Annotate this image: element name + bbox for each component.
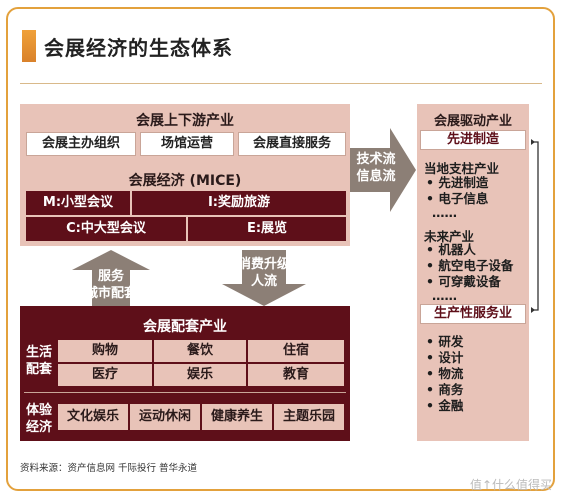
label-line: 配套	[25, 362, 52, 377]
pillar-industry-heading: 当地支柱产业	[424, 161, 500, 176]
service-arrow-label: 服务 城市配套	[72, 268, 150, 302]
life-item: 医疗	[58, 364, 152, 386]
future-item: • 机器人	[426, 242, 476, 257]
mice-cell: E:展览	[188, 217, 346, 241]
pillar-item: • 电子信息	[426, 191, 489, 206]
double-arrow-bracket	[531, 139, 539, 313]
upstream-item: 会展直接服务	[238, 132, 346, 156]
mice-cell: M:小型会议	[26, 191, 130, 215]
consume-down-arrow	[222, 250, 306, 306]
service-item: • 商务	[426, 382, 464, 397]
page-title: 会展经济的生态体系	[44, 36, 233, 60]
mice-cell: I:奖励旅游	[132, 191, 346, 215]
upstream-heading: 会展上下游产业	[136, 113, 234, 129]
arrow-label-line: 城市配套	[84, 286, 137, 301]
experience-item: 主题乐园	[274, 404, 344, 430]
driver-industry-panel	[417, 104, 529, 441]
driver-box-producer-services: 生产性服务业	[420, 304, 526, 324]
arrow-label-line: 人流	[250, 274, 277, 289]
pillar-item: ……	[432, 205, 457, 220]
driver-box-manufacturing: 先进制造	[420, 130, 526, 150]
experience-item: 运动休闲	[130, 404, 200, 430]
source-note: 资料来源：资产信息网 千际投行 普华永道	[20, 463, 198, 474]
support-heading: 会展配套产业	[143, 319, 227, 335]
support-divider	[24, 392, 346, 393]
service-item: • 金融	[426, 398, 464, 413]
service-item: • 设计	[426, 350, 464, 365]
mice-grid: M:小型会议 I:奖励旅游 C:中大型会议 E:展览	[26, 191, 346, 241]
tech-arrow-label: 技术流 信息流	[350, 151, 402, 185]
future-industry-heading: 未来产业	[424, 229, 475, 244]
driver-heading: 会展驱动产业	[433, 114, 512, 129]
label-line: 生活	[25, 345, 52, 360]
upstream-item: 场馆运营	[140, 132, 234, 156]
upstream-items: 会展主办组织 场馆运营 会展直接服务	[26, 132, 346, 156]
experience-economy-label: 体验 经济	[24, 402, 54, 436]
future-item: ……	[432, 288, 457, 303]
label-line: 体验	[25, 403, 52, 418]
life-item: 娱乐	[154, 364, 246, 386]
consume-arrow-label: 消费升级 人流	[222, 256, 306, 290]
upstream-item: 会展主办组织	[26, 132, 136, 156]
arrow-label-line: 技术流	[356, 152, 396, 167]
mice-heading: 会展经济 (MICE)	[128, 173, 242, 189]
mice-cell: C:中大型会议	[26, 217, 186, 241]
arrow-label-line: 消费升级	[237, 257, 290, 272]
life-item: 餐饮	[154, 340, 246, 362]
life-item: 教育	[248, 364, 344, 386]
life-item: 购物	[58, 340, 152, 362]
tech-right-arrow	[350, 128, 416, 212]
service-item: • 物流	[426, 366, 464, 381]
life-item: 住宿	[248, 340, 344, 362]
future-item: • 可穿戴设备	[426, 274, 501, 289]
life-support-label: 生活 配套	[24, 344, 54, 378]
service-item: • 研发	[426, 334, 464, 349]
title-accent-bar	[22, 30, 36, 62]
watermark-text: 值↑什么值得买	[470, 478, 553, 492]
pillar-item: • 先进制造	[426, 175, 489, 190]
title-divider	[20, 83, 542, 84]
service-up-arrow	[72, 250, 150, 306]
experience-item: 文化娱乐	[58, 404, 128, 430]
arrow-label-line: 信息流	[356, 169, 396, 184]
experience-item: 健康养生	[202, 404, 272, 430]
label-line: 经济	[25, 420, 52, 435]
arrow-label-line: 服务	[97, 269, 124, 284]
future-item: • 航空电子设备	[426, 258, 514, 273]
